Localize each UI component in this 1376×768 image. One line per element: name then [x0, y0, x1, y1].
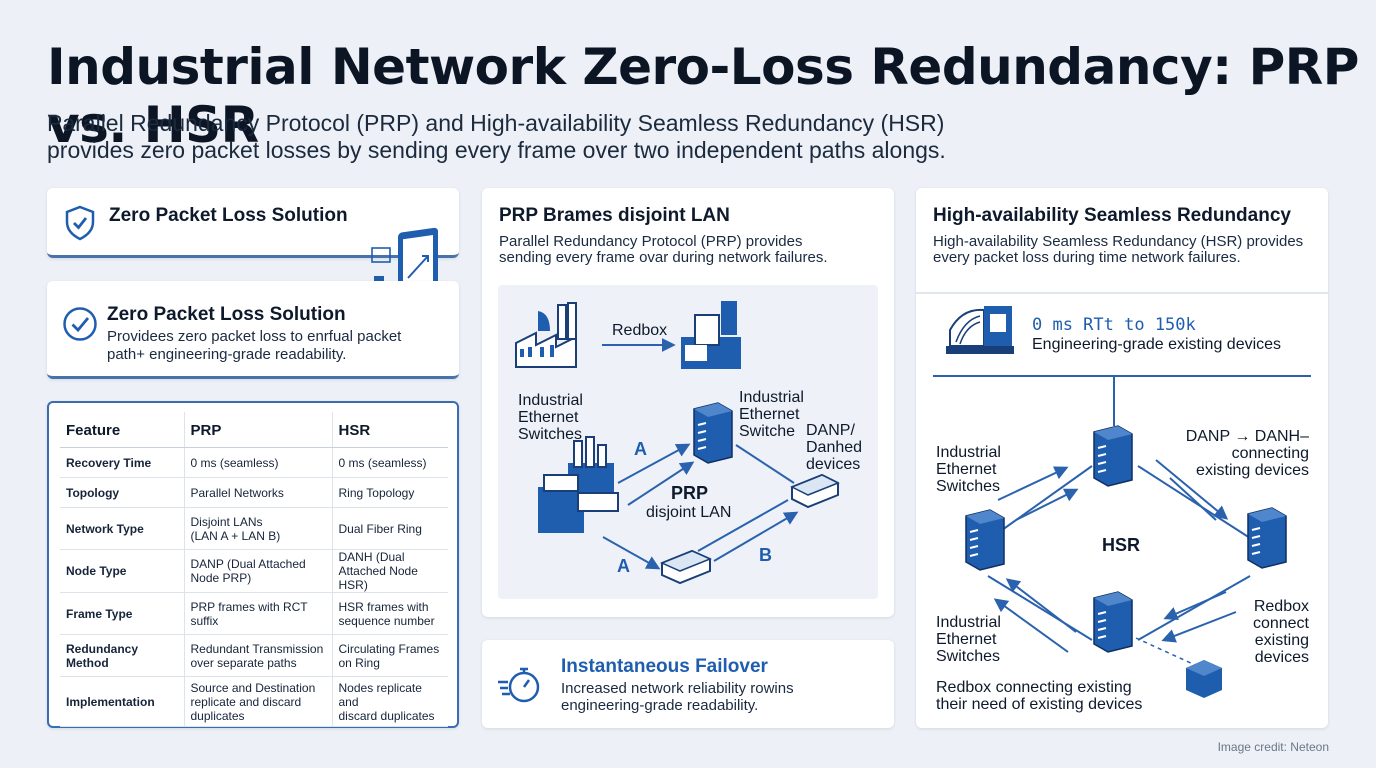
table-cell-hsr: HSR frames with sequence number [331, 592, 448, 635]
card1-title: Zero Packet Loss Solution [109, 205, 348, 226]
table-cell-prp: Parallel Networks [183, 477, 332, 508]
failover-card: Instantaneous Failover Increased network… [482, 640, 894, 728]
hsr-bottom-text: Redbox connecting existing their need of… [936, 679, 1143, 713]
page-subtitle: Parallel Redundancy Protocol (PRP) and H… [47, 110, 946, 163]
check-circle-icon [62, 306, 98, 347]
table-header: PRP [183, 412, 332, 448]
zero-loss-card-1: Zero Packet Loss Solution [47, 188, 459, 258]
stopwatch-icon [496, 664, 544, 711]
table-header-row: Feature PRP HSR [60, 412, 448, 448]
table-cell-feature: Node Type [60, 549, 184, 593]
table-cell-feature: Topology [60, 477, 184, 508]
factory-icon [515, 302, 577, 368]
table-cell-prp: PRP frames with RCT suffix [183, 592, 332, 635]
page-title: Industrial Network Zero-Loss Redundancy:… [47, 38, 1359, 154]
table-cell-feature: Implementation [60, 676, 184, 727]
table-cell-prp: Redundant Transmission over separate pat… [183, 634, 332, 677]
switch-tower-icon [1093, 591, 1133, 653]
table-header: HSR [331, 412, 448, 448]
prp-label-switches-mid: Industrial Ethernet Switche [739, 389, 804, 440]
prp-text: Parallel Redundancy Protocol (PRP) provi… [499, 233, 828, 266]
table-cell-hsr: DANH (Dual Attached Node HSR) [331, 549, 448, 593]
table-cell-feature: Redundancy Method [60, 634, 184, 677]
switch-tower-icon [1247, 507, 1287, 569]
table-header: Feature [60, 412, 184, 448]
prp-title: PRP Brames disjoint LAN [499, 205, 730, 226]
prp-center-label: PRP [671, 483, 709, 503]
table-cell-hsr: Dual Fiber Ring [331, 507, 448, 550]
table-cell-hsr: Circulating Frames on Ring [331, 634, 448, 677]
cube-device-icon [1186, 660, 1222, 698]
factory-icon [538, 436, 619, 533]
switch-tower-icon [965, 509, 1005, 571]
hsr-label-switches-top: Industrial Ethernet Switches [936, 444, 1001, 495]
table-cell-hsr: Ring Topology [331, 477, 448, 508]
hsr-diagram [933, 375, 1311, 698]
failover-title: Instantaneous Failover [561, 656, 768, 677]
prp-diagram [515, 301, 840, 585]
hsr-title: High-availability Seamless Redundancy [933, 205, 1291, 226]
table-cell-feature: Frame Type [60, 592, 184, 635]
table-cell-prp: DANP (Dual Attached Node PRP) [183, 549, 332, 593]
switch-tower-icon [1093, 425, 1133, 487]
shield-check-icon [64, 205, 96, 246]
table-cell-feature: Recovery Time [60, 447, 184, 478]
hsr-label-danp: DANP → DANH– connecting existing devices [1185, 428, 1309, 479]
card2-title: Zero Packet Loss Solution [107, 304, 346, 325]
hsr-label-redbox: Redbox connect existing devices [1252, 598, 1309, 666]
card2-text: Providees zero packet loss to enrfual pa… [107, 328, 402, 363]
table-cell-hsr: 0 ms (seamless) [331, 447, 448, 478]
hsr-mono-readout: 0 ms RTt to 150k [1032, 315, 1196, 335]
prp-label-switches-left: Industrial Ethernet Switches [518, 392, 583, 443]
switch-tower-icon [693, 402, 733, 464]
table-cell-prp: 0 ms (seamless) [183, 447, 332, 478]
prp-path-b: B [759, 545, 772, 565]
table-cell-hsr: Nodes replicate and discard duplicates [331, 676, 448, 727]
hsr-divider-band [916, 292, 1328, 294]
prp-center-sublabel: disjoint LAN [646, 504, 732, 521]
prp-label-danp: DANP/ Danhed devices [806, 422, 863, 473]
failover-text: Increased network reliability rowins eng… [561, 680, 794, 714]
table-cell-prp: Source and Destination replicate and dis… [183, 676, 332, 727]
hsr-sub: Engineering-grade existing devices [1032, 336, 1282, 353]
machine-icon [681, 301, 741, 369]
table-cell-feature: Network Type [60, 507, 184, 550]
machine-icon [944, 302, 1016, 363]
prp-path-a1: A [634, 439, 647, 459]
device-icon [660, 549, 712, 585]
prp-label-redbox: Redbox [612, 322, 668, 339]
image-credit: Image credit: Neteon [1217, 740, 1329, 754]
device-icon [790, 473, 840, 509]
hsr-text: High-availability Seamless Redundancy (H… [933, 233, 1304, 266]
hsr-center-label: HSR [1102, 535, 1141, 555]
hsr-label-switches-bottom: Industrial Ethernet Switches [936, 614, 1001, 665]
zero-loss-card-2: Zero Packet Loss Solution Providees zero… [47, 281, 459, 379]
prp-path-a2: A [617, 556, 630, 576]
table-cell-prp: Disjoint LANs (LAN A + LAN B) [183, 507, 332, 550]
